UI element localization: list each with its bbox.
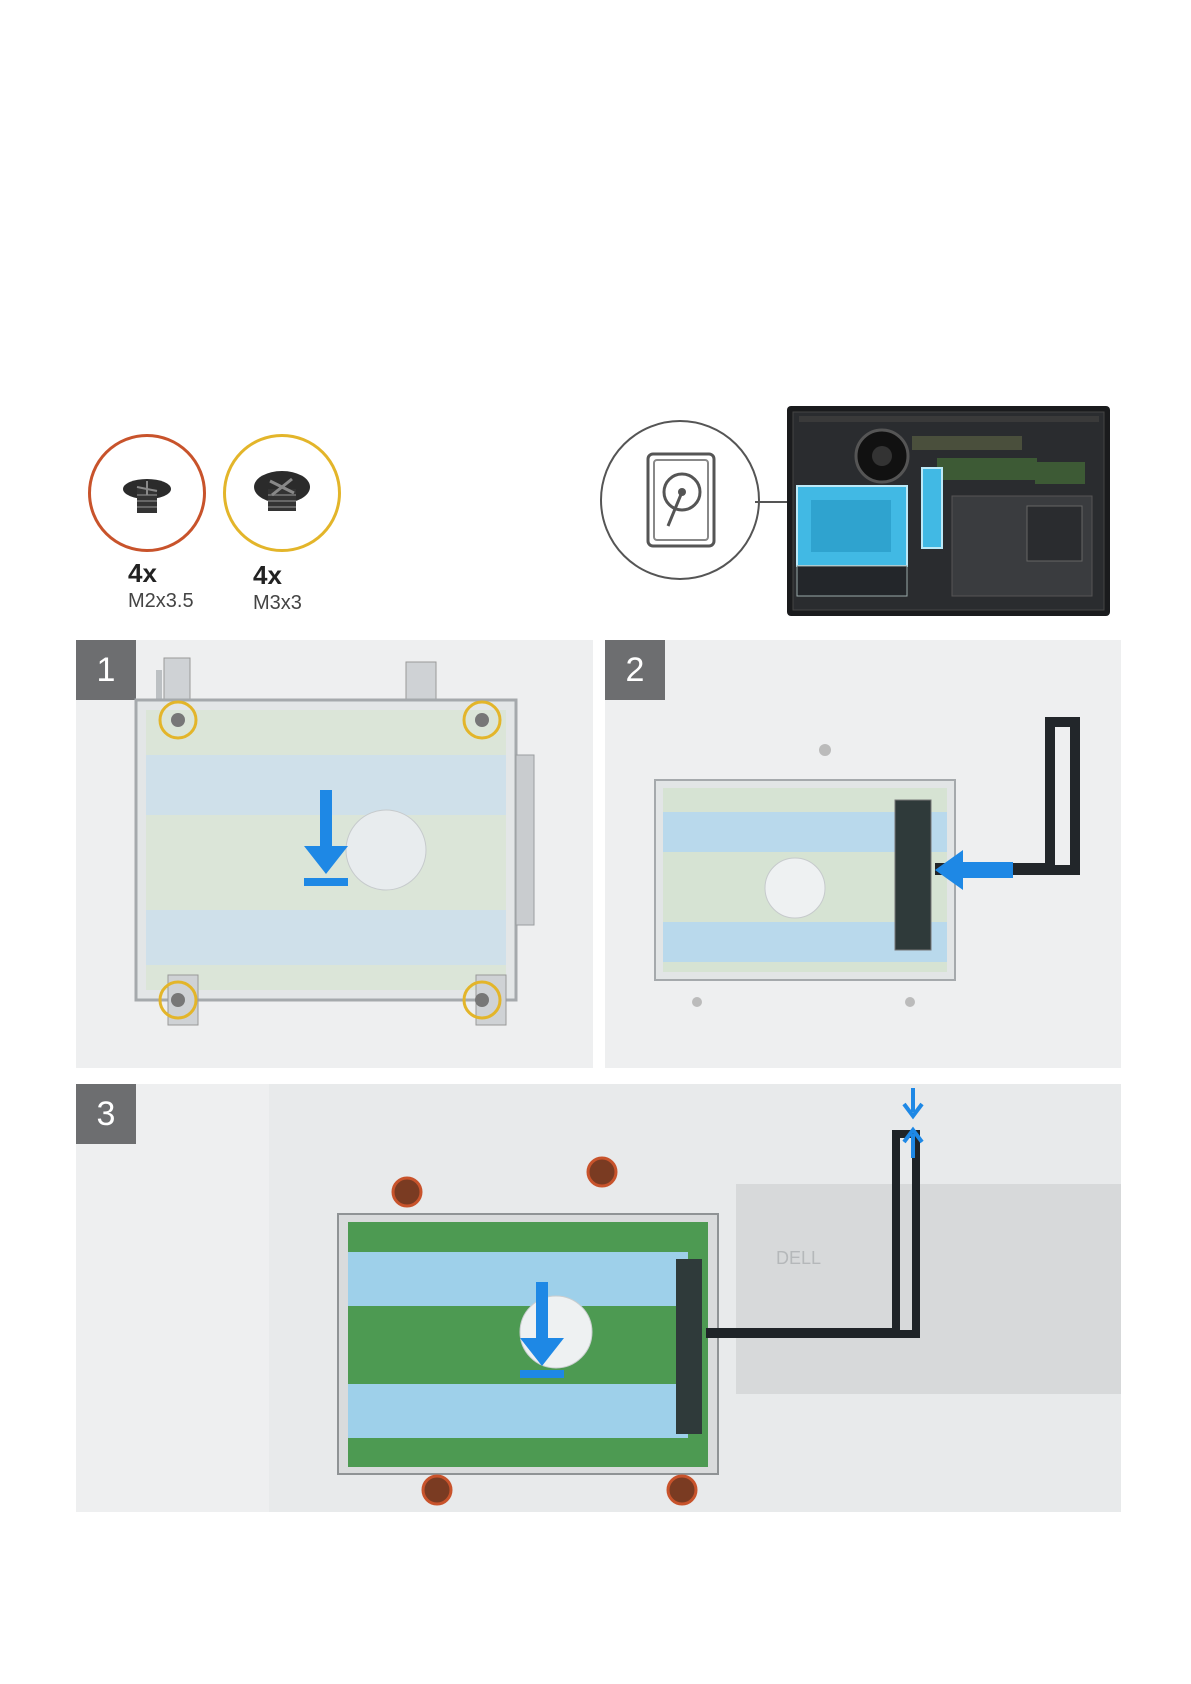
- svg-text:DELL: DELL: [776, 1248, 821, 1268]
- screw-size-1: M2x3.5: [128, 590, 194, 613]
- down-arrow-icon: [900, 1088, 926, 1158]
- laptop-overview: [787, 406, 1110, 616]
- laptop-install-illustration: DELL: [76, 1084, 1121, 1512]
- hard-drive-callout: [600, 420, 760, 580]
- down-arrow-icon: [512, 1282, 572, 1382]
- screw-icon: [226, 437, 338, 549]
- hdd-cable-illustration: [605, 640, 1121, 1068]
- down-arrow-icon: [296, 790, 356, 890]
- step-1-panel: 1: [76, 640, 593, 1068]
- step-2-panel: 2: [605, 640, 1121, 1068]
- step-3-panel: 3 DELL: [76, 1084, 1121, 1512]
- screw-m2x3.5-ring: [88, 434, 206, 552]
- left-arrow-icon: [935, 848, 1015, 892]
- hard-drive-icon: [602, 422, 758, 578]
- screw-icon: [91, 437, 203, 549]
- screw-qty-2: 4x: [253, 560, 282, 591]
- screw-size-2: M3x3: [253, 592, 302, 615]
- screw-m3x3-ring: [223, 434, 341, 552]
- screw-qty-1: 4x: [128, 558, 157, 589]
